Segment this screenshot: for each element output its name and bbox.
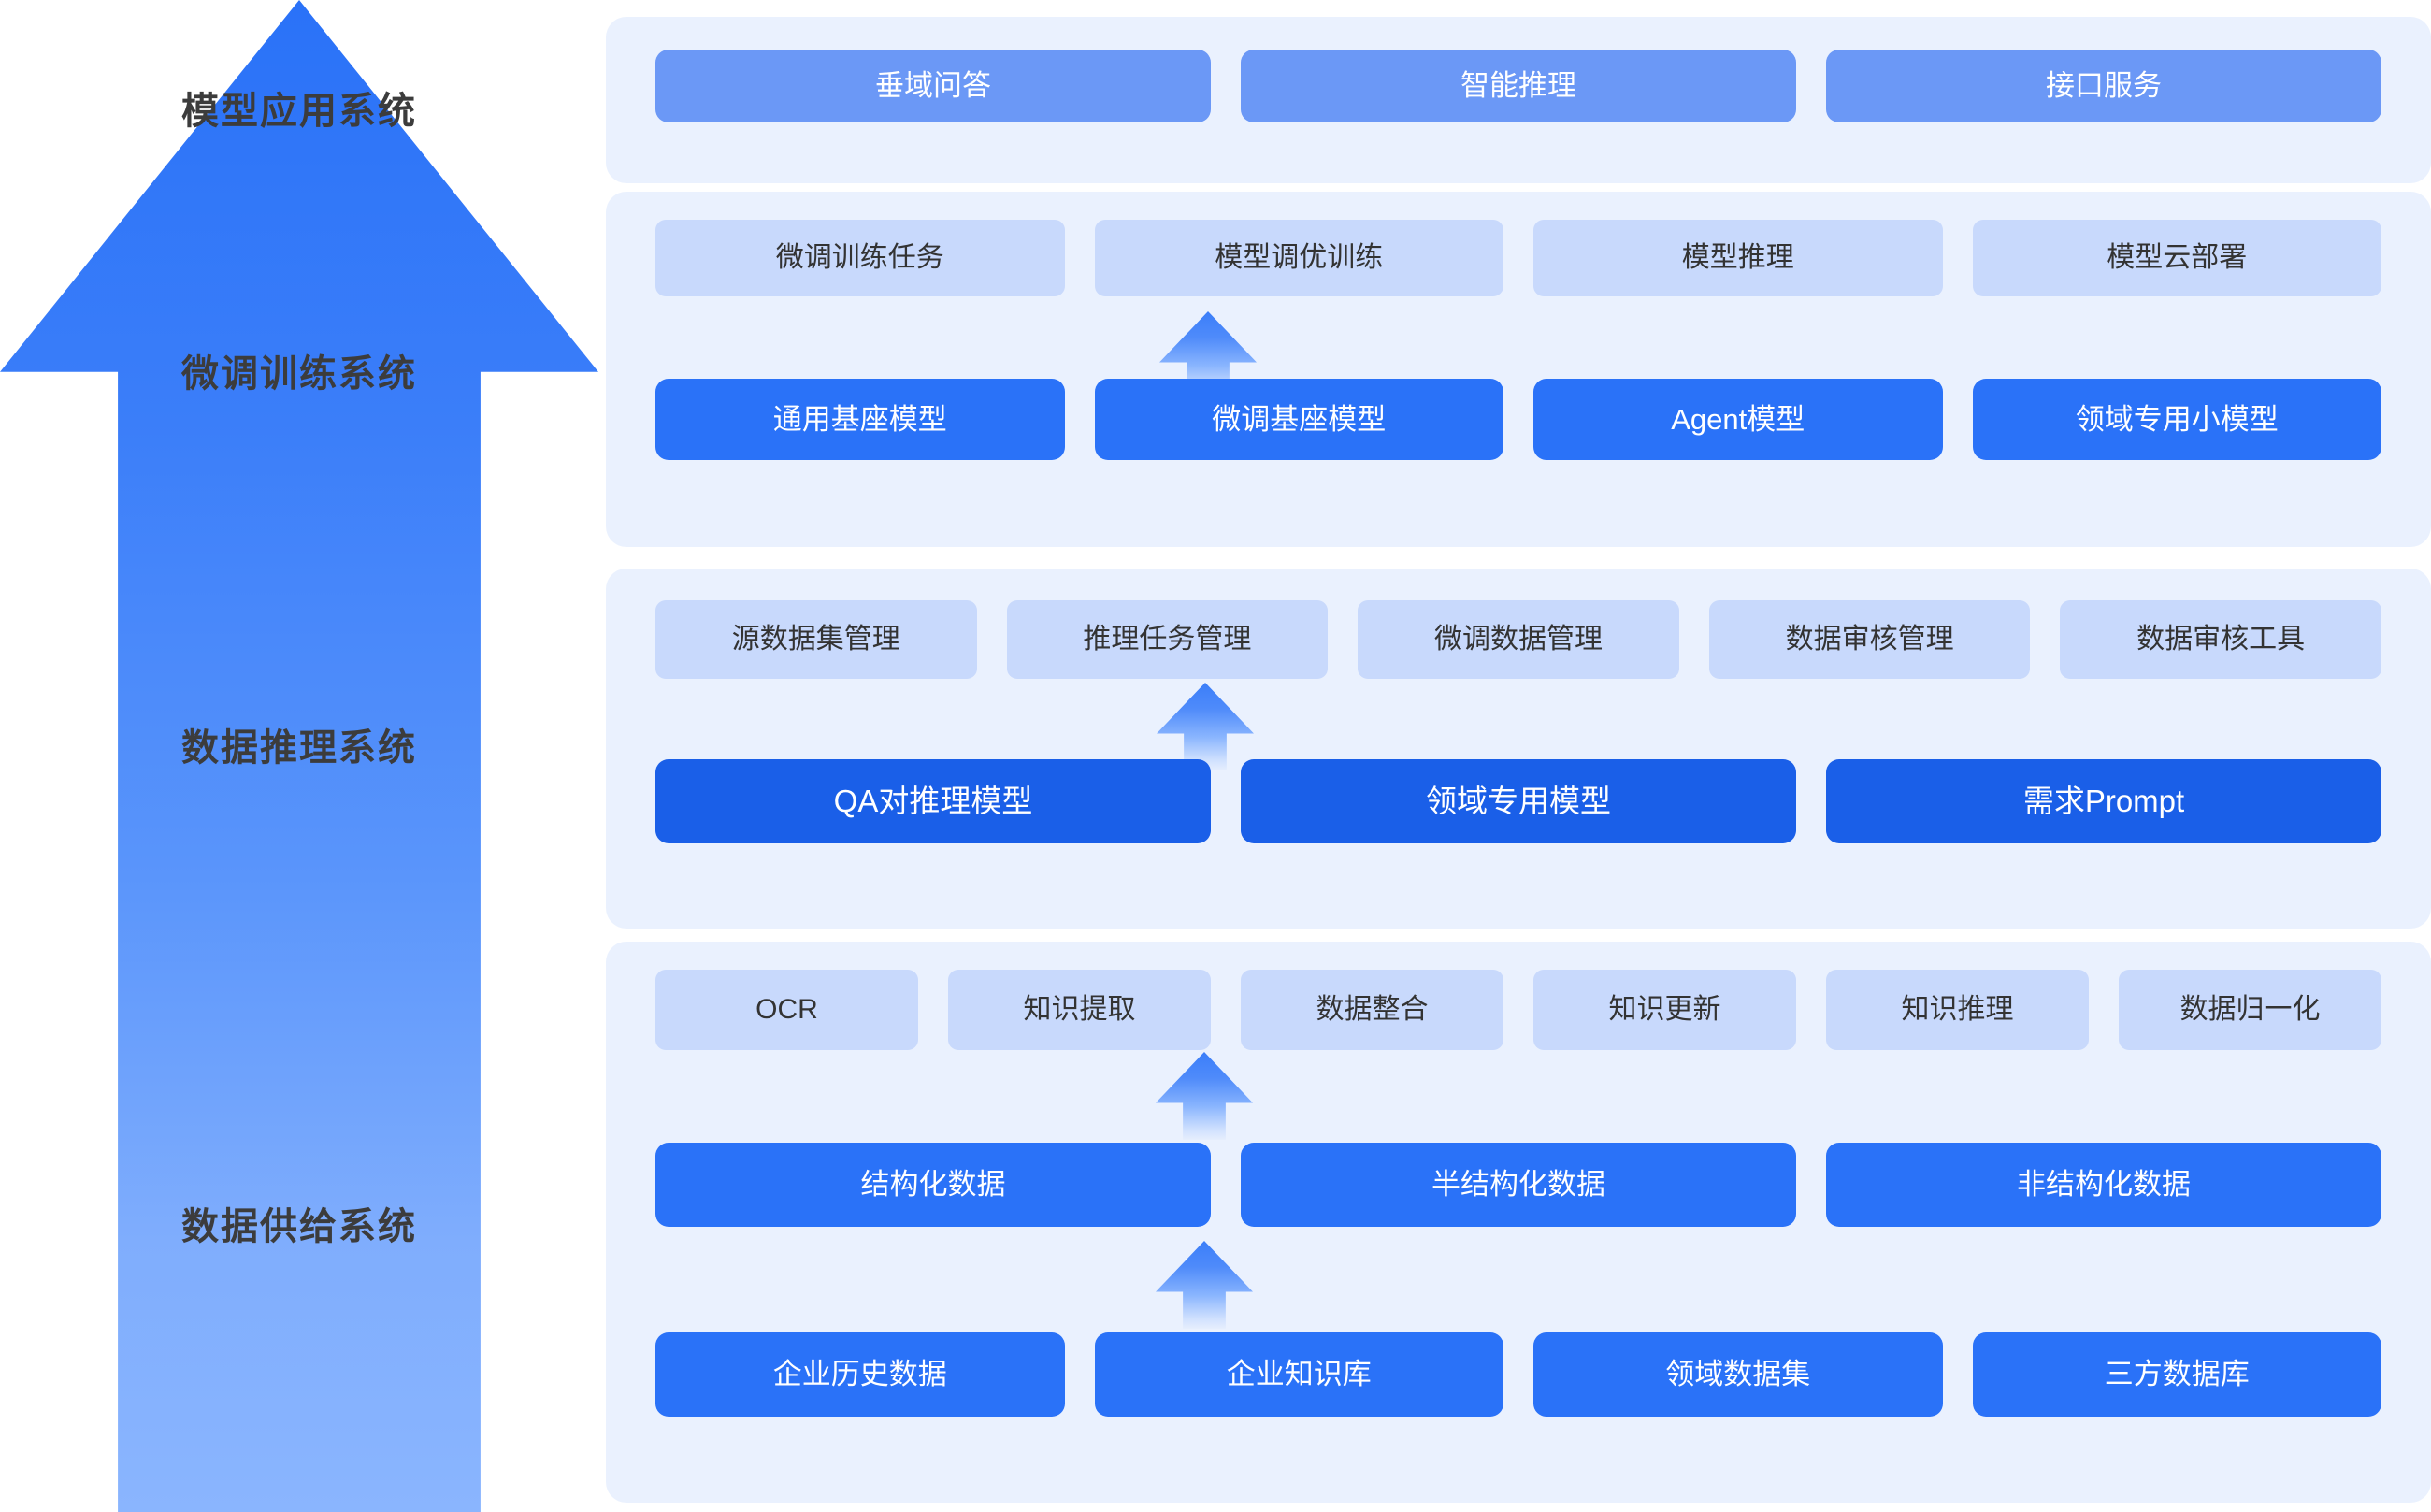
chip-requirement-prompt[interactable]: 需求Prompt <box>1826 759 2381 843</box>
chip-vertical-qa[interactable]: 垂域问答 <box>655 50 1211 122</box>
chip-model-tuning-training[interactable]: 模型调优训练 <box>1094 220 1503 296</box>
chip-row: 垂域问答 智能推理 接口服务 <box>655 50 2381 122</box>
chip-domain-specific-model[interactable]: 领域专用模型 <box>1241 759 1796 843</box>
chip-enterprise-historical-data[interactable]: 企业历史数据 <box>655 1332 1065 1417</box>
chip-intelligent-reasoning[interactable]: 智能推理 <box>1241 50 1796 122</box>
stage-label-data-supply: 数据供给系统 <box>181 1206 417 1247</box>
chip-finetune-training-task[interactable]: 微调训练任务 <box>655 220 1065 296</box>
chip-knowledge-update[interactable]: 知识更新 <box>1533 970 1796 1050</box>
chip-api-service[interactable]: 接口服务 <box>1826 50 2381 122</box>
chip-row: 通用基座模型 微调基座模型 Agent模型 领域专用小模型 <box>655 379 2381 460</box>
chip-inference-task-management[interactable]: 推理任务管理 <box>1006 600 1329 679</box>
chip-finetune-data-management[interactable]: 微调数据管理 <box>1358 600 1679 679</box>
chip-knowledge-extraction[interactable]: 知识提取 <box>948 970 1211 1050</box>
chip-domain-small-model[interactable]: 领域专用小模型 <box>1972 379 2381 460</box>
stage-label-finetune-training: 微调训练系统 <box>181 353 417 395</box>
chip-finetuned-base-model[interactable]: 微调基座模型 <box>1094 379 1503 460</box>
chip-general-base-model[interactable]: 通用基座模型 <box>655 379 1065 460</box>
chip-semi-structured-data[interactable]: 半结构化数据 <box>1241 1143 1796 1227</box>
chip-source-dataset-management[interactable]: 源数据集管理 <box>655 600 977 679</box>
chip-data-normalization[interactable]: 数据归一化 <box>2119 970 2381 1050</box>
chip-structured-data[interactable]: 结构化数据 <box>655 1143 1211 1227</box>
arrow-up-icon <box>1157 683 1254 770</box>
chip-domain-dataset[interactable]: 领域数据集 <box>1533 1332 1943 1417</box>
chip-row: 微调训练任务 模型调优训练 模型推理 模型云部署 <box>655 220 2381 296</box>
chip-model-inference[interactable]: 模型推理 <box>1533 220 1943 296</box>
chip-unstructured-data[interactable]: 非结构化数据 <box>1826 1143 2381 1227</box>
arrow-up-icon <box>1156 1241 1253 1329</box>
chip-row: 企业历史数据 企业知识库 领域数据集 三方数据库 <box>655 1332 2381 1417</box>
chip-data-integration[interactable]: 数据整合 <box>1241 970 1503 1050</box>
section-card-model-application: 垂域问答 智能推理 接口服务 <box>606 17 2431 183</box>
chip-knowledge-reasoning[interactable]: 知识推理 <box>1826 970 2089 1050</box>
chip-row: OCR 知识提取 数据整合 知识更新 知识推理 数据归一化 <box>655 970 2381 1050</box>
section-card-data-inference: 源数据集管理 推理任务管理 微调数据管理 数据审核管理 数据审核工具 QA对推理… <box>606 569 2431 929</box>
arrow-up-icon <box>1156 1052 1253 1140</box>
chip-row: 源数据集管理 推理任务管理 微调数据管理 数据审核管理 数据审核工具 <box>655 600 2381 679</box>
section-card-finetune-training: 微调训练任务 模型调优训练 模型推理 模型云部署 通用基座模型 微调基座模型 A… <box>606 192 2431 547</box>
chip-row: QA对推理模型 领域专用模型 需求Prompt <box>655 759 2381 843</box>
chip-data-audit-management[interactable]: 数据审核管理 <box>1708 600 2031 679</box>
section-card-data-supply: OCR 知识提取 数据整合 知识更新 知识推理 数据归一化 结构化数据 半结构化… <box>606 942 2431 1503</box>
chip-qa-pair-inference-model[interactable]: QA对推理模型 <box>655 759 1211 843</box>
chip-ocr[interactable]: OCR <box>655 970 918 1050</box>
chip-third-party-database[interactable]: 三方数据库 <box>1972 1332 2381 1417</box>
stage-label-model-application: 模型应用系统 <box>181 91 417 132</box>
chip-agent-model[interactable]: Agent模型 <box>1533 379 1943 460</box>
chip-enterprise-knowledge-base[interactable]: 企业知识库 <box>1094 1332 1503 1417</box>
chip-model-cloud-deployment[interactable]: 模型云部署 <box>1972 220 2381 296</box>
chip-row: 结构化数据 半结构化数据 非结构化数据 <box>655 1143 2381 1227</box>
stage-label-data-inference: 数据推理系统 <box>181 727 417 769</box>
chip-data-audit-tool[interactable]: 数据审核工具 <box>2060 600 2381 679</box>
section-cards-container: 垂域问答 智能推理 接口服务 微调训练任务 模型调优训练 模型推理 模型云部署 … <box>606 0 2431 1512</box>
